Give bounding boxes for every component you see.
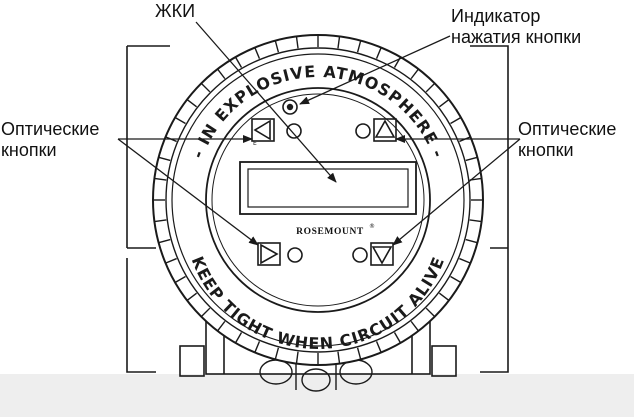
- optical-button-top-left[interactable]: E: [251, 118, 302, 147]
- lcd-display: [239, 161, 417, 215]
- inner-face: [205, 87, 431, 313]
- optical-right-line-1: Оптические: [518, 119, 617, 139]
- ring-ridge: [356, 40, 362, 53]
- registered-mark: ®: [369, 223, 375, 230]
- leader-lines: [117, 21, 521, 246]
- ring-ridge: [200, 82, 211, 93]
- leader-indicator: [299, 35, 451, 105]
- optical-button-bottom-left[interactable]: [257, 242, 303, 266]
- ring-ridge: [216, 68, 226, 80]
- optical-right-line-2: кнопки: [518, 140, 574, 160]
- ring-edge: [165, 47, 471, 353]
- ring-ridge: [425, 82, 436, 93]
- indicator-label-line-1: Индикатор: [451, 6, 541, 26]
- ring-ridge: [186, 98, 198, 108]
- ring-ridge: [425, 307, 436, 318]
- optical-button-bottom-right[interactable]: [352, 242, 394, 266]
- ring-ridge: [410, 320, 420, 332]
- ring-ridge: [254, 47, 261, 59]
- ring-ridge: [154, 219, 167, 223]
- ring-ridge: [450, 275, 462, 284]
- ring-ridge: [295, 36, 299, 49]
- optical-left-line-1: Оптические: [1, 119, 100, 139]
- ring-ridge: [154, 177, 167, 181]
- leader-left-bottom: [117, 138, 259, 246]
- ring-ridge: [186, 292, 198, 302]
- ring-ridge: [469, 219, 482, 223]
- indicator-label-line-2: нажатия кнопки: [451, 27, 582, 47]
- ring-ridge: [174, 275, 186, 284]
- indicator-label: Индикатор нажатия кнопки: [451, 6, 581, 48]
- inner-face-edge: [211, 93, 425, 307]
- optical-left-line-2: кнопки: [1, 140, 57, 160]
- ring-ridges: [153, 35, 483, 365]
- ring-ridge: [216, 320, 226, 332]
- ring-ridge: [234, 56, 243, 68]
- ring-ridge: [337, 36, 341, 49]
- optical-button-top-right[interactable]: [355, 118, 397, 142]
- enter-mark: E: [253, 140, 257, 147]
- optical-buttons-label-left: Оптические кнопки: [1, 119, 99, 161]
- ring-ridge: [158, 156, 171, 162]
- ring-ridge: [174, 116, 186, 125]
- ring-ridge: [356, 347, 362, 360]
- ring-ridge: [295, 351, 299, 364]
- lcd-label: ЖКИ: [155, 1, 196, 21]
- ring-ridge: [274, 347, 280, 360]
- ring-ridge: [393, 332, 402, 344]
- ring-ridge: [375, 47, 382, 59]
- optical-buttons-label-right: Оптические кнопки: [518, 119, 616, 161]
- ring-ridge: [337, 351, 341, 364]
- ring-ridge: [410, 68, 420, 80]
- bottom-strip: [0, 374, 634, 417]
- ring-ridge: [438, 98, 450, 108]
- text-band-outer: [171, 53, 465, 347]
- ring-ridge: [254, 341, 261, 353]
- ring-ridge: [438, 292, 450, 302]
- ring-ridge: [274, 40, 280, 53]
- ring-ridge: [459, 257, 471, 264]
- ring-ridge: [158, 238, 171, 244]
- ring-ridge: [165, 257, 177, 264]
- bottom-bolts: [259, 359, 373, 392]
- ring-ridge: [465, 156, 478, 162]
- leader-lcd: [195, 21, 337, 183]
- leader-right-bottom: [392, 138, 521, 246]
- ring-ridge: [375, 341, 382, 353]
- ring-ridge: [200, 307, 211, 318]
- ring-ridge: [450, 116, 462, 125]
- brand-label: ROSEMOUNT: [296, 227, 364, 237]
- ring-ridge: [234, 332, 243, 344]
- indicator-led: [282, 99, 298, 115]
- ring-ridge: [465, 238, 478, 244]
